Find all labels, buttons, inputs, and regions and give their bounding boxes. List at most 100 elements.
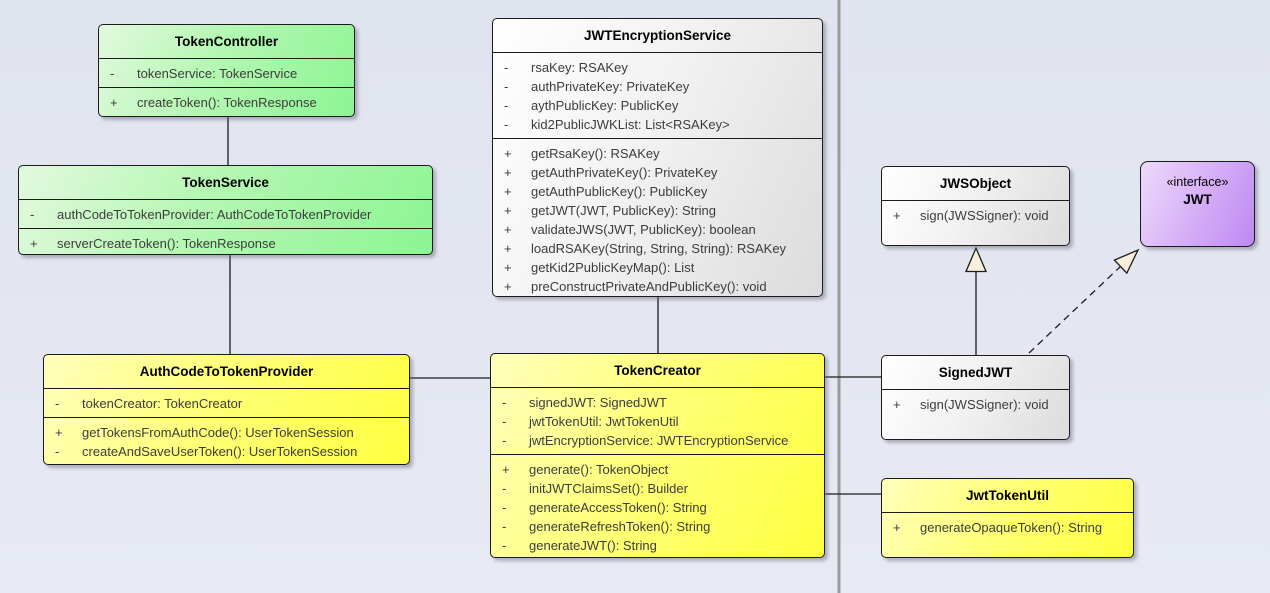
method-text: getRsaKey(): RSAKey [531, 146, 660, 161]
visibility-symbol: - [30, 207, 35, 222]
method-row: + sign(JWSSigner): void [882, 395, 1069, 414]
method-text: getJWT(JWT, PublicKey): String [531, 203, 716, 218]
attributes-compartment: - authCodeToTokenProvider: AuthCodeToTok… [19, 200, 432, 229]
method-row: + preConstructPrivateAndPublicKey(): voi… [493, 277, 822, 296]
class-title: TokenService [19, 166, 432, 200]
method-text: loadRSAKey(String, String, String): RSAK… [531, 241, 787, 256]
visibility-symbol: + [893, 208, 901, 223]
method-row: + generateOpaqueToken(): String [882, 518, 1133, 537]
method-row: - createAndSaveUserToken(): UserTokenSes… [44, 442, 409, 461]
attribute-text: tokenService: TokenService [137, 66, 298, 81]
method-text: getTokensFromAuthCode(): UserTokenSessio… [82, 425, 354, 440]
visibility-symbol: - [502, 519, 507, 534]
attribute-row: - authPrivateKey: PrivateKey [493, 77, 822, 96]
attribute-row: - aythPublicKey: PublicKey [493, 96, 822, 115]
method-row: + sign(JWSSigner): void [882, 206, 1069, 225]
method-row: + getAuthPublicKey(): PublicKey [493, 182, 822, 201]
attribute-text: jwtEncryptionService: JWTEncryptionServi… [529, 433, 789, 448]
interface-header: «interface» JWT [1141, 162, 1254, 246]
methods-compartment: + getTokensFromAuthCode(): UserTokenSess… [44, 418, 409, 464]
methods-compartment: + generate(): TokenObject - initJWTClaim… [491, 455, 824, 557]
visibility-symbol: - [502, 481, 507, 496]
class-title: SignedJWT [882, 356, 1069, 390]
visibility-symbol: + [504, 241, 512, 256]
method-text: createAndSaveUserToken(): UserTokenSessi… [82, 444, 358, 459]
method-text: sign(JWSSigner): void [920, 397, 1049, 412]
class-signedjwt[interactable]: SignedJWT + sign(JWSSigner): void [881, 355, 1070, 440]
method-row: + createToken(): TokenResponse [99, 93, 354, 112]
method-row: - initJWTClaimsSet(): Builder [491, 479, 824, 498]
method-row: + generate(): TokenObject [491, 460, 824, 479]
visibility-symbol: - [502, 414, 507, 429]
method-row: + getTokensFromAuthCode(): UserTokenSess… [44, 423, 409, 442]
generalization-signedjwt-jwsobject[interactable] [965, 246, 987, 355]
attributes-compartment: - tokenService: TokenService [99, 59, 354, 88]
visibility-symbol: + [893, 397, 901, 412]
visibility-symbol: + [504, 279, 512, 294]
method-text: initJWTClaimsSet(): Builder [529, 481, 688, 496]
methods-compartment: + createToken(): TokenResponse [99, 88, 354, 116]
visibility-symbol: - [55, 444, 60, 459]
class-authcodetotokenprovider[interactable]: AuthCodeToTokenProvider - tokenCreator: … [43, 354, 410, 465]
visibility-symbol: - [502, 395, 507, 410]
attribute-text: kid2PublicJWKList: List<RSAKey> [531, 117, 730, 132]
attribute-row: - rsaKey: RSAKey [493, 58, 822, 77]
method-text: generateJWT(): String [529, 538, 657, 553]
attribute-text: signedJWT: SignedJWT [529, 395, 667, 410]
methods-compartment: + getRsaKey(): RSAKey + getAuthPrivateKe… [493, 139, 822, 296]
class-title: TokenCreator [491, 354, 824, 388]
visibility-symbol: - [504, 98, 509, 113]
class-jwttokenutil[interactable]: JwtTokenUtil + generateOpaqueToken(): St… [881, 478, 1134, 558]
visibility-symbol: + [504, 222, 512, 237]
method-text: getAuthPrivateKey(): PrivateKey [531, 165, 718, 180]
attribute-text: aythPublicKey: PublicKey [531, 98, 679, 113]
attribute-row: - tokenService: TokenService [99, 64, 354, 83]
method-row: - generateJWT(): String [491, 536, 824, 555]
visibility-symbol: - [502, 538, 507, 553]
method-text: preConstructPrivateAndPublicKey(): void [531, 279, 767, 294]
class-jwsobject[interactable]: JWSObject + sign(JWSSigner): void [881, 166, 1070, 246]
visibility-symbol: - [504, 60, 509, 75]
method-row: + getRsaKey(): RSAKey [493, 144, 822, 163]
attribute-text: authCodeToTokenProvider: AuthCodeToToken… [57, 207, 372, 222]
class-jwtencryptionservice[interactable]: JWTEncryptionService - rsaKey: RSAKey - … [492, 18, 823, 297]
attribute-text: authPrivateKey: PrivateKey [531, 79, 690, 94]
visibility-symbol: + [30, 236, 38, 251]
class-tokencontroller[interactable]: TokenController - tokenService: TokenSer… [98, 24, 355, 117]
class-title: JWSObject [882, 167, 1069, 201]
method-row: + validateJWS(JWT, PublicKey): boolean [493, 220, 822, 239]
visibility-symbol: - [110, 66, 115, 81]
methods-compartment: + sign(JWSSigner): void [882, 390, 1069, 439]
visibility-symbol: + [502, 462, 510, 477]
class-jwt-interface[interactable]: «interface» JWT [1140, 161, 1255, 247]
method-row: - generateRefreshToken(): String [491, 517, 824, 536]
attribute-text: tokenCreator: TokenCreator [82, 396, 243, 411]
class-tokenservice[interactable]: TokenService - authCodeToTokenProvider: … [18, 165, 433, 255]
visibility-symbol: - [504, 79, 509, 94]
class-title: JWT [1183, 192, 1212, 207]
visibility-symbol: + [55, 425, 63, 440]
method-row: + loadRSAKey(String, String, String): RS… [493, 239, 822, 258]
method-row: + serverCreateToken(): TokenResponse [19, 234, 432, 253]
method-text: generateRefreshToken(): String [529, 519, 711, 534]
method-row: + getJWT(JWT, PublicKey): String [493, 201, 822, 220]
attributes-compartment: - signedJWT: SignedJWT - jwtTokenUtil: J… [491, 388, 824, 455]
class-title: JWTEncryptionService [493, 19, 822, 53]
method-text: serverCreateToken(): TokenResponse [57, 236, 276, 251]
attribute-row: - tokenCreator: TokenCreator [44, 394, 409, 413]
methods-compartment: + serverCreateToken(): TokenResponse [19, 229, 432, 254]
method-text: getAuthPublicKey(): PublicKey [531, 184, 708, 199]
visibility-symbol: - [55, 396, 60, 411]
attribute-row: - jwtEncryptionService: JWTEncryptionSer… [491, 431, 824, 450]
attribute-row: - authCodeToTokenProvider: AuthCodeToTok… [19, 205, 432, 224]
method-text: generate(): TokenObject [529, 462, 669, 477]
attributes-compartment: - tokenCreator: TokenCreator [44, 389, 409, 418]
method-row: + getAuthPrivateKey(): PrivateKey [493, 163, 822, 182]
realization-signedjwt-jwt[interactable] [1028, 248, 1140, 354]
visibility-symbol: + [504, 203, 512, 218]
attribute-row: - jwtTokenUtil: JwtTokenUtil [491, 412, 824, 431]
attribute-text: rsaKey: RSAKey [531, 60, 628, 75]
class-tokencreator[interactable]: TokenCreator - signedJWT: SignedJWT - jw… [490, 353, 825, 558]
